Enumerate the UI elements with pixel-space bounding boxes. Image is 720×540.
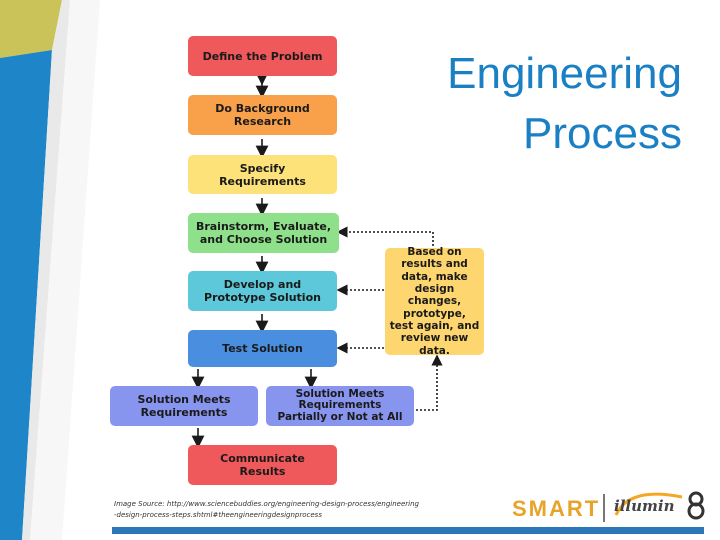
title-line-1: Engineering — [447, 49, 682, 98]
caption-line-1: Image Source: http://www.sciencebuddies.… — [114, 500, 419, 508]
iteration-note: Based on results and data, make design c… — [385, 246, 484, 357]
dotted-arrow-to-brainstorm — [336, 226, 434, 246]
bottom-accent-bar — [112, 527, 704, 534]
slide-title: Engineering Process — [447, 44, 682, 164]
caption-line-2: -design-process-steps.shtml#theengineeri… — [114, 511, 322, 519]
step-solution-meets-requirements: Solution Meets Requirements — [110, 386, 258, 426]
step-brainstorm-evaluate-choose: Brainstorm, Evaluate, and Choose Solutio… — [188, 213, 339, 253]
step-test-solution: Test Solution — [188, 330, 337, 367]
step-background-research: Do Background Research — [188, 95, 337, 135]
svg-text:illumin: illumin — [614, 497, 674, 515]
smart-logo: SMART — [512, 496, 601, 521]
step-develop-prototype: Develop and Prototype Solution — [188, 271, 337, 311]
step-communicate-results: Communicate Results — [188, 445, 337, 485]
logo-divider — [603, 494, 605, 522]
title-line-2: Process — [523, 109, 682, 158]
step-define-problem: Define the Problem — [188, 36, 337, 76]
step-solution-meets-partially: Solution Meets Requirements Partially or… — [266, 386, 414, 426]
dotted-arrow-partial-to-iterate — [416, 354, 443, 411]
image-source-caption: Image Source: http://www.sciencebuddies.… — [114, 499, 419, 521]
illumin8-logo: illumin — [614, 491, 705, 520]
step-specify-requirements: Specify Requirements — [188, 155, 337, 194]
